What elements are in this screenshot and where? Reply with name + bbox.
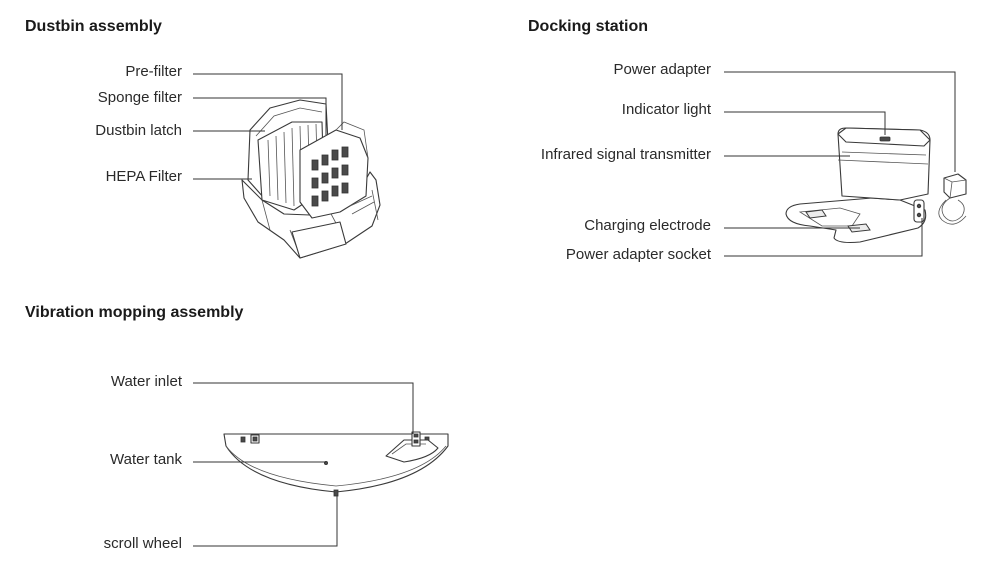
mopping-leader-lines — [193, 382, 414, 547]
vibration-mopping-assembly-title: Vibration mopping assembly — [25, 304, 244, 321]
dustbin-leader-lines — [193, 73, 343, 180]
scroll-wheel-label: scroll wheel — [103, 535, 182, 552]
docking-leader-lines — [724, 71, 956, 257]
power-adapter-socket-label: Power adapter socket — [565, 246, 711, 263]
mopping-assembly-illustration — [223, 431, 449, 497]
sponge-filter-label: Sponge filter — [97, 89, 182, 106]
docking-station-title: Docking station — [528, 18, 649, 35]
hepa-filter-label: HEPA Filter — [105, 168, 182, 185]
dustbin-illustration — [241, 99, 381, 259]
dustbin-latch-label: Dustbin latch — [95, 122, 182, 139]
infrared-signal-transmitter-label: Infrared signal transmitter — [540, 146, 711, 163]
dustbin-assembly-title: Dustbin assembly — [25, 18, 162, 35]
charging-electrode-label: Charging electrode — [584, 217, 711, 234]
pre-filter-label: Pre-filter — [125, 63, 182, 80]
indicator-light-label: Indicator light — [621, 101, 711, 118]
power-adapter-label: Power adapter — [613, 61, 711, 78]
water-inlet-label: Water inlet — [110, 373, 182, 390]
water-tank-label: Water tank — [110, 451, 182, 468]
power-adapter-illustration — [938, 173, 967, 225]
docking-station-illustration — [785, 127, 931, 244]
